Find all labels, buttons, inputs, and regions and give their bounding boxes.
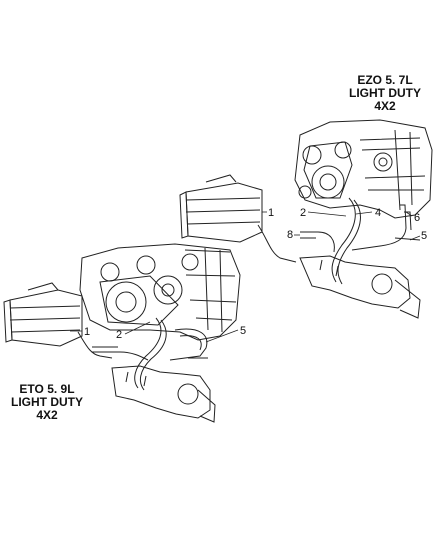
upper-callout-4: 4 — [375, 207, 381, 219]
upper-engine-code: EZO 5. 7L — [357, 73, 413, 87]
upper-callout-8: 8 — [287, 229, 293, 241]
lower-drive: 4X2 — [36, 408, 58, 422]
upper-callout-1: 1 — [268, 207, 274, 219]
lower-engine-label: ETO 5. 9L LIGHT DUTY 4X2 — [4, 383, 90, 422]
lower-engine-illustration — [79, 243, 241, 341]
upper-duty: LIGHT DUTY — [349, 86, 421, 100]
lower-duty: LIGHT DUTY — [11, 395, 83, 409]
lower-callout-2: 2 — [116, 329, 122, 341]
lower-hoses — [92, 317, 208, 391]
lower-callout-5: 5 — [240, 325, 246, 337]
upper-drive: 4X2 — [374, 99, 396, 113]
upper-callout-6: 6 — [414, 212, 420, 224]
upper-hoses — [300, 197, 421, 285]
upper-engine-label: EZO 5. 7L LIGHT DUTY 4X2 — [342, 74, 428, 113]
lower-callout-1: 1 — [84, 326, 90, 338]
upper-cooler-illustration — [179, 174, 297, 263]
upper-callout-5: 5 — [421, 230, 427, 242]
lower-engine-code: ETO 5. 9L — [19, 382, 75, 396]
upper-callout-2: 2 — [300, 207, 306, 219]
lower-steering-gear — [111, 365, 216, 423]
callout-leader-lines — [70, 211, 421, 343]
upper-engine-illustration — [294, 119, 433, 219]
lower-cooler-illustration — [3, 282, 113, 359]
upper-steering-gear — [299, 255, 421, 319]
